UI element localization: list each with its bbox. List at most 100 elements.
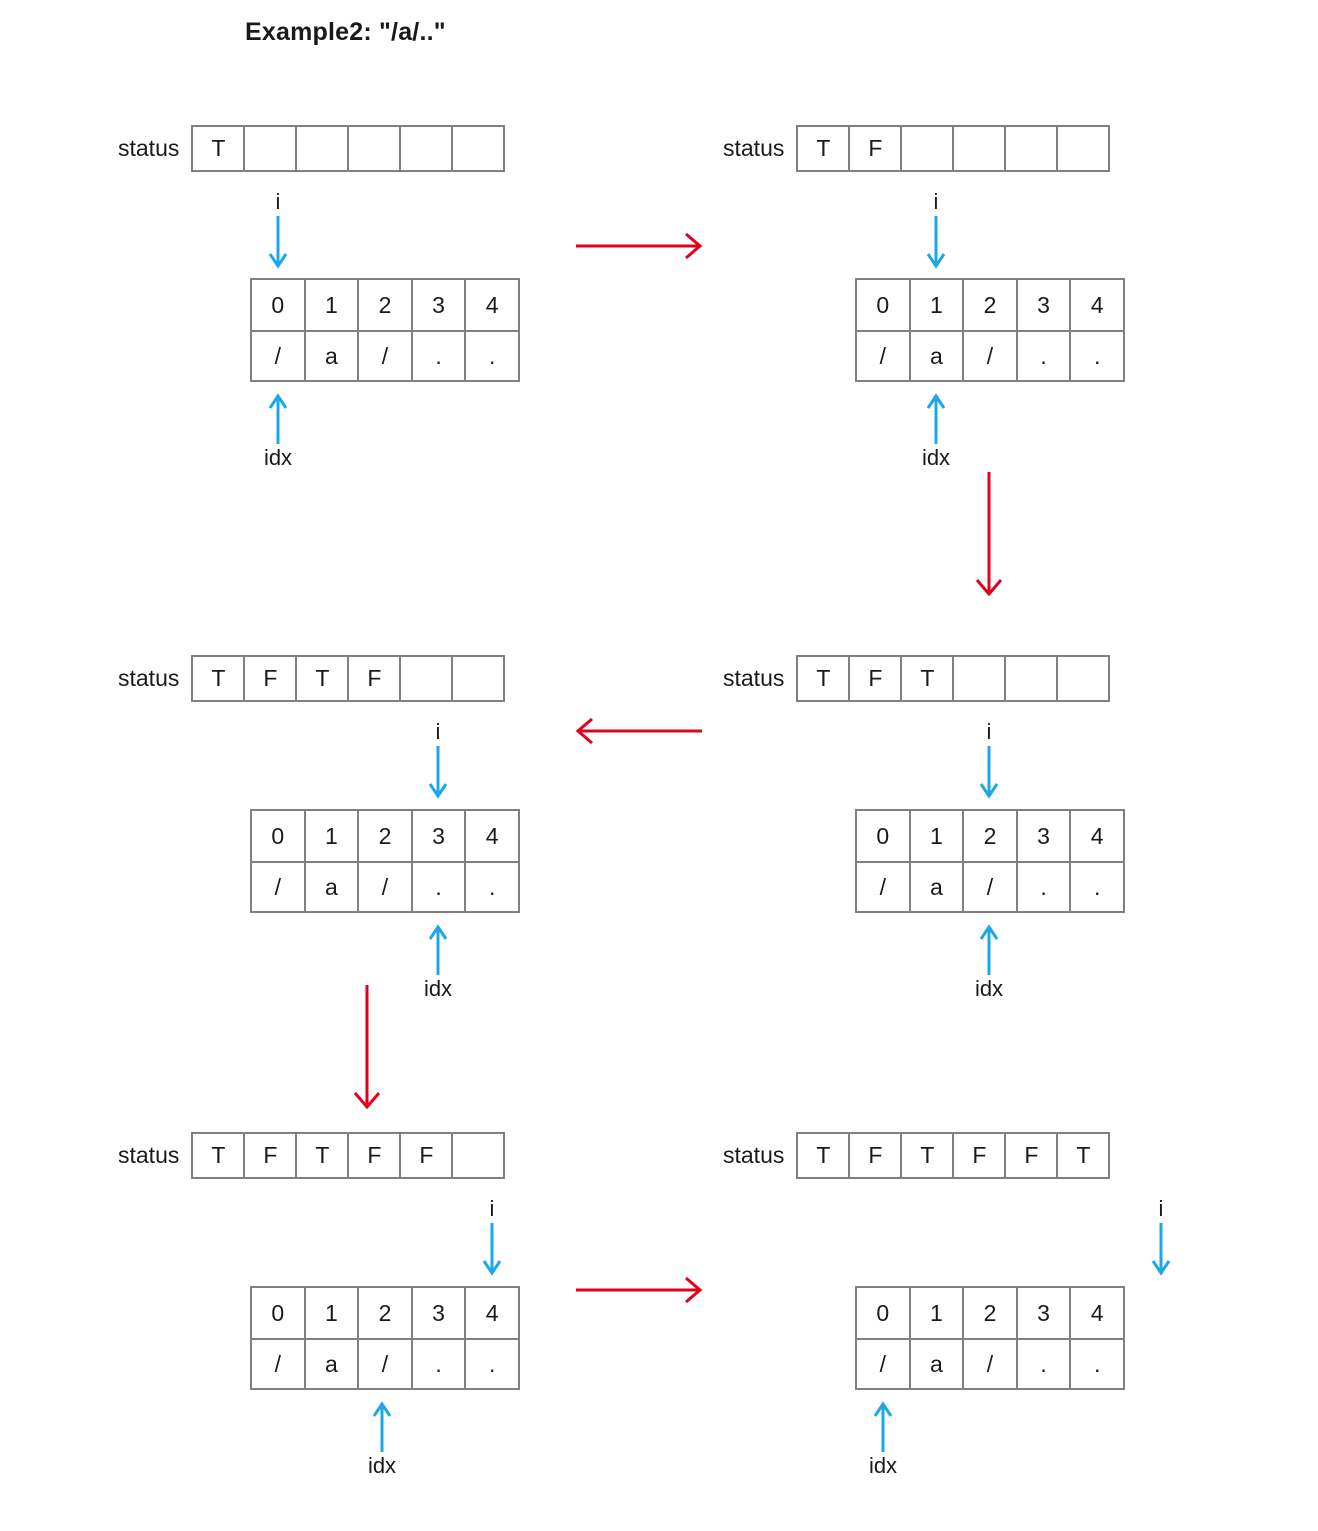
data-index-cell[interactable]: 0 [857,280,911,332]
status-cell[interactable] [1006,127,1059,172]
status-cell[interactable]: F [245,657,298,702]
data-char-cell[interactable]: a [305,863,360,913]
status-table: T F T [796,655,1111,702]
status-cell[interactable]: T [193,657,246,702]
data-char-cell[interactable]: . [412,863,467,913]
data-index-cell[interactable]: 3 [412,811,467,863]
status-cell[interactable]: T [1058,1134,1111,1179]
data-char-cell[interactable]: / [359,863,413,913]
data-char-cell[interactable]: . [1017,332,1072,382]
data-char-cell[interactable]: / [252,863,306,913]
status-cell[interactable]: T [902,657,955,702]
data-index-cell[interactable]: 4 [1071,280,1125,332]
status-cell[interactable]: F [850,657,903,702]
data-index-cell[interactable]: 1 [910,811,965,863]
data-index-cell[interactable]: 3 [1017,1288,1072,1340]
data-char-cell[interactable]: . [1071,1340,1125,1390]
data-char-cell[interactable]: a [910,332,965,382]
status-cell[interactable] [453,657,506,702]
status-cell[interactable]: F [1006,1134,1059,1179]
status-cell[interactable] [902,127,955,172]
status-cell[interactable] [297,127,350,172]
data-index-cell[interactable]: 2 [964,811,1018,863]
data-index-cell[interactable]: 1 [910,1288,965,1340]
data-char-cell[interactable]: . [466,863,520,913]
status-cell[interactable]: F [401,1134,454,1179]
data-index-cell[interactable]: 0 [252,280,306,332]
data-index-cell[interactable]: 2 [359,811,413,863]
data-index-cell[interactable]: 1 [305,280,360,332]
status-cell[interactable]: T [798,657,851,702]
status-cell[interactable]: F [349,657,402,702]
data-char-cell[interactable]: . [1071,863,1125,913]
status-cell[interactable] [349,127,402,172]
data-char-cell[interactable]: / [252,332,306,382]
data-index-cell[interactable]: 0 [857,811,911,863]
status-cell[interactable] [401,657,454,702]
status-cell[interactable] [954,657,1007,702]
status-cell[interactable] [245,127,298,172]
status-cell[interactable]: T [297,1134,350,1179]
data-char-cell[interactable]: . [412,332,467,382]
status-cell[interactable] [1058,127,1111,172]
data-char-cell[interactable]: a [305,332,360,382]
data-char-cell[interactable]: / [964,863,1018,913]
data-index-cell[interactable]: 0 [252,1288,306,1340]
data-char-cell[interactable]: . [1071,332,1125,382]
data-char-cell[interactable]: . [1017,1340,1072,1390]
data-index-cell[interactable]: 4 [1071,811,1125,863]
data-char-cell[interactable]: / [252,1340,306,1390]
data-index-cell[interactable]: 2 [359,280,413,332]
status-cell[interactable]: T [193,127,246,172]
data-char-cell[interactable]: . [1017,863,1072,913]
data-char-cell[interactable]: / [359,1340,413,1390]
status-cell[interactable]: T [798,1134,851,1179]
data-char-cell[interactable]: a [910,863,965,913]
status-cell[interactable]: F [850,127,903,172]
data-char-cell[interactable]: . [466,1340,520,1390]
data-char-cell[interactable]: a [910,1340,965,1390]
data-index-cell[interactable]: 1 [305,811,360,863]
data-char-cell[interactable]: . [466,332,520,382]
data-index-cell[interactable]: 3 [1017,811,1072,863]
data-char-cell[interactable]: / [857,863,911,913]
status-cell[interactable]: F [954,1134,1007,1179]
data-char-cell[interactable]: / [857,332,911,382]
status-cell[interactable]: F [349,1134,402,1179]
status-cell[interactable] [453,1134,506,1179]
data-char-cell[interactable]: / [857,1340,911,1390]
status-cell[interactable]: T [798,127,851,172]
data-index-cell[interactable]: 1 [305,1288,360,1340]
data-index-cell[interactable]: 3 [1017,280,1072,332]
data-index-cell[interactable]: 2 [359,1288,413,1340]
status-cell[interactable]: T [902,1134,955,1179]
data-index-cell[interactable]: 0 [252,811,306,863]
data-index-cell[interactable]: 4 [1071,1288,1125,1340]
status-cell[interactable]: T [193,1134,246,1179]
status-cell[interactable]: F [245,1134,298,1179]
data-char-cell[interactable]: . [412,1340,467,1390]
data-char-cell[interactable]: a [305,1340,360,1390]
data-index-cell[interactable]: 0 [857,1288,911,1340]
data-index-cell[interactable]: 2 [964,280,1018,332]
data-index-cell[interactable]: 4 [466,280,520,332]
status-row: status T [118,125,506,172]
status-label: status [118,135,180,161]
data-char-cell[interactable]: / [964,332,1018,382]
status-cell[interactable]: F [850,1134,903,1179]
status-cell[interactable] [401,127,454,172]
status-cell[interactable] [954,127,1007,172]
data-index-cell[interactable]: 1 [910,280,965,332]
status-cell[interactable]: T [297,657,350,702]
status-cell[interactable] [1058,657,1111,702]
status-cell[interactable] [453,127,506,172]
data-char-cell[interactable]: / [359,332,413,382]
data-index-cell[interactable]: 4 [466,1288,520,1340]
data-table: 0 1 2 3 4 / a / . . [855,1286,1125,1390]
data-index-cell[interactable]: 4 [466,811,520,863]
status-cell[interactable] [1006,657,1059,702]
data-index-cell[interactable]: 3 [412,280,467,332]
data-index-cell[interactable]: 2 [964,1288,1018,1340]
data-char-cell[interactable]: / [964,1340,1018,1390]
data-index-cell[interactable]: 3 [412,1288,467,1340]
